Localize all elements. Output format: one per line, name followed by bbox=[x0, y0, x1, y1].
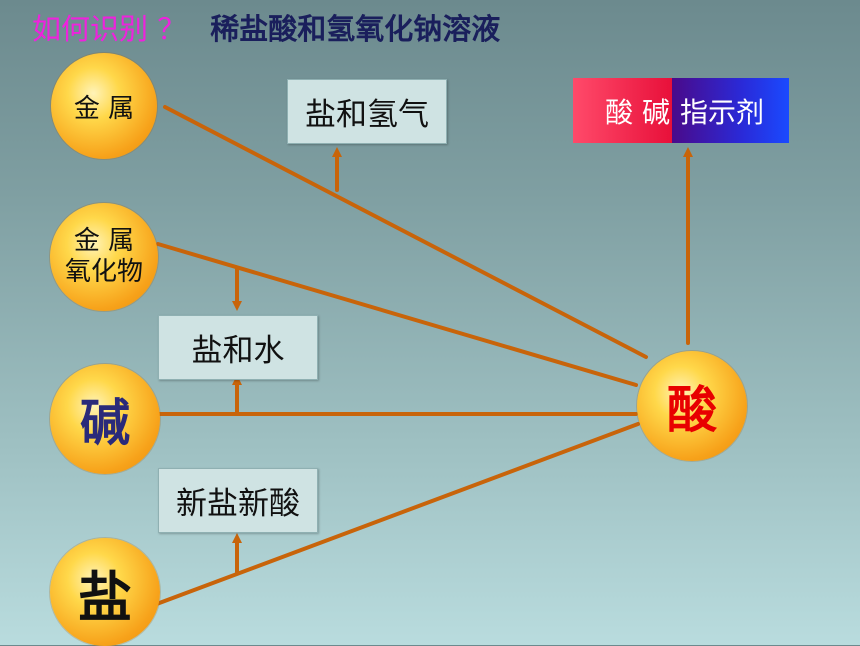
page-title: 如何识别 ？ 稀盐酸和氢氧化钠溶液 bbox=[32, 6, 500, 48]
title-question: 如何识别 ？ bbox=[32, 12, 187, 46]
box-salt-water: 盐和水 bbox=[158, 315, 318, 380]
node-acid-label: 酸 bbox=[667, 380, 717, 439]
node-metal-oxide-line1: 金 属 bbox=[73, 225, 135, 256]
link-metal-acid bbox=[163, 105, 648, 359]
indicator-acid-base: 酸 碱 bbox=[573, 78, 672, 143]
title-main: 稀盐酸和氢氧化钠溶液 bbox=[210, 12, 501, 46]
box-new-salt-acid: 新盐新酸 bbox=[158, 468, 318, 533]
indicator-box: 酸 碱 指示剂 bbox=[573, 78, 789, 143]
node-salt: 盐 bbox=[50, 538, 160, 646]
node-metal: 金 属 bbox=[51, 53, 157, 159]
node-metal-oxide: 金 属 氧化物 bbox=[50, 203, 158, 311]
node-salt-label: 盐 bbox=[78, 564, 132, 629]
indicator-label: 指示剂 bbox=[672, 78, 789, 143]
node-base-label: 碱 bbox=[80, 393, 130, 452]
node-metal-oxide-line2: 氧化物 bbox=[64, 257, 143, 287]
node-base: 碱 bbox=[50, 364, 160, 474]
box-salt-hydrogen: 盐和氢气 bbox=[287, 79, 447, 144]
node-metal-label: 金 属 bbox=[73, 93, 135, 124]
node-acid: 酸 bbox=[637, 351, 747, 461]
link-salt-acid bbox=[152, 422, 640, 607]
